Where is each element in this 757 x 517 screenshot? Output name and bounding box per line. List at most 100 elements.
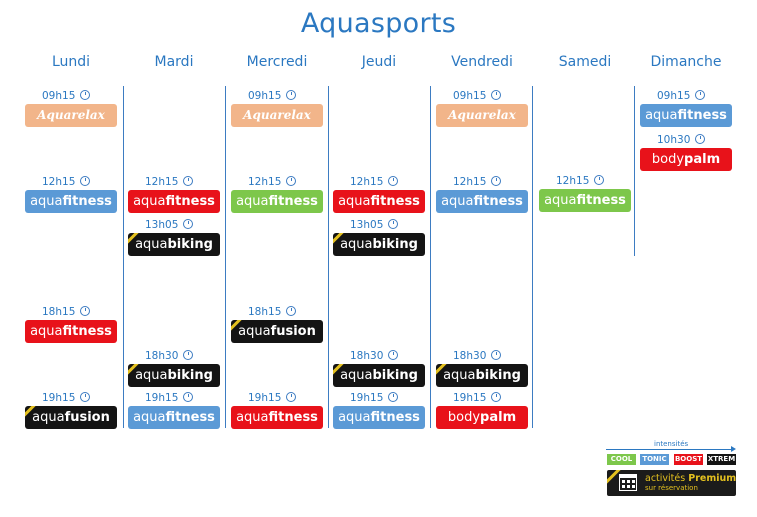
session-name-bold: fitness bbox=[268, 194, 318, 209]
session-time: 19h15 bbox=[248, 392, 297, 404]
session-name-prefix: aqua bbox=[236, 410, 269, 425]
session-time: 19h15 bbox=[42, 392, 91, 404]
session-aquarelax[interactable]: Aquarelax bbox=[25, 104, 117, 127]
day-header-mercredi: Mercredi bbox=[246, 54, 308, 70]
clock-icon bbox=[286, 176, 297, 186]
session-time: 18h15 bbox=[42, 306, 91, 318]
session-aquabiking[interactable]: aquabiking bbox=[333, 233, 425, 256]
session-name-bold: biking bbox=[372, 368, 418, 383]
session-name-prefix: aqua bbox=[135, 237, 168, 252]
premium-bold: Premium bbox=[688, 473, 736, 484]
session-time-label: 09h15 bbox=[657, 90, 691, 102]
session-time-label: 18h30 bbox=[453, 350, 487, 362]
session-aquafusion[interactable]: aquafusion bbox=[25, 406, 117, 429]
legend-boost: BOOST bbox=[674, 454, 703, 465]
premium-subtitle: sur réservation bbox=[645, 484, 698, 492]
session-name-bold: fitness bbox=[165, 194, 215, 209]
session-bodypalm[interactable]: bodypalm bbox=[436, 406, 528, 429]
session-aquafitness[interactable]: aquafitness bbox=[539, 189, 631, 212]
clock-icon bbox=[80, 306, 91, 316]
session-name-bold: Aquarelax bbox=[37, 108, 105, 122]
session-name-bold: fitness bbox=[473, 194, 523, 209]
session-aquabiking[interactable]: aquabiking bbox=[128, 233, 220, 256]
column-divider bbox=[634, 86, 635, 256]
session-name-prefix: aqua bbox=[443, 368, 476, 383]
session-time: 09h15 bbox=[453, 90, 502, 102]
session-time-label: 13h05 bbox=[350, 219, 384, 231]
session-time: 13h05 bbox=[145, 219, 194, 231]
clock-icon bbox=[183, 176, 194, 186]
session-time-label: 10h30 bbox=[657, 134, 691, 146]
session-time: 18h30 bbox=[350, 350, 399, 362]
session-time: 09h15 bbox=[42, 90, 91, 102]
session-name-bold: biking bbox=[372, 237, 418, 252]
legend-tonic: TONIC bbox=[640, 454, 669, 465]
session-name-prefix: aqua bbox=[30, 324, 63, 339]
session-time: 18h30 bbox=[453, 350, 502, 362]
column-divider bbox=[430, 86, 431, 428]
session-name-bold: biking bbox=[167, 237, 213, 252]
premium-stripe-icon bbox=[128, 233, 140, 245]
session-name-bold: Aquarelax bbox=[448, 108, 516, 122]
session-aquafitness[interactable]: aquafitness bbox=[25, 190, 117, 213]
legend-arrow bbox=[606, 446, 736, 452]
clock-icon bbox=[80, 392, 91, 402]
session-time-label: 18h30 bbox=[145, 350, 179, 362]
session-time: 12h15 bbox=[42, 176, 91, 188]
session-aquarelax[interactable]: Aquarelax bbox=[436, 104, 528, 127]
session-aquafitness[interactable]: aquafitness bbox=[333, 190, 425, 213]
session-aquafitness[interactable]: aquafitness bbox=[640, 104, 732, 127]
clock-icon bbox=[388, 392, 399, 402]
session-aquafusion[interactable]: aquafusion bbox=[231, 320, 323, 343]
page-title: Aquasports bbox=[300, 8, 457, 39]
clock-icon bbox=[183, 350, 194, 360]
session-aquafitness[interactable]: aquafitness bbox=[231, 190, 323, 213]
session-name-prefix: aqua bbox=[238, 324, 271, 339]
session-aquafitness[interactable]: aquafitness bbox=[25, 320, 117, 343]
session-aquarelax[interactable]: Aquarelax bbox=[231, 104, 323, 127]
day-header-dimanche: Dimanche bbox=[650, 54, 722, 70]
session-aquabiking[interactable]: aquabiking bbox=[333, 364, 425, 387]
session-time-label: 09h15 bbox=[42, 90, 76, 102]
session-time-label: 19h15 bbox=[248, 392, 282, 404]
session-aquafitness[interactable]: aquafitness bbox=[436, 190, 528, 213]
session-name-bold: biking bbox=[475, 368, 521, 383]
session-time-label: 12h15 bbox=[350, 176, 384, 188]
session-time: 09h15 bbox=[657, 90, 706, 102]
clock-icon bbox=[183, 392, 194, 402]
session-name-prefix: aqua bbox=[340, 237, 373, 252]
column-divider bbox=[123, 86, 124, 428]
session-bodypalm[interactable]: bodypalm bbox=[640, 148, 732, 171]
session-aquabiking[interactable]: aquabiking bbox=[436, 364, 528, 387]
session-time-label: 12h15 bbox=[145, 176, 179, 188]
premium-stripe-icon bbox=[436, 364, 448, 376]
column-divider bbox=[328, 86, 329, 428]
session-aquafitness[interactable]: aquafitness bbox=[231, 406, 323, 429]
session-time: 12h15 bbox=[556, 175, 605, 187]
calendar-icon bbox=[619, 474, 637, 491]
session-time: 12h15 bbox=[453, 176, 502, 188]
session-name-prefix: body bbox=[447, 410, 481, 425]
day-header-vendredi: Vendredi bbox=[451, 54, 513, 70]
session-time: 19h15 bbox=[453, 392, 502, 404]
session-aquafitness[interactable]: aquafitness bbox=[128, 190, 220, 213]
session-aquafitness[interactable]: aquafitness bbox=[128, 406, 220, 429]
column-divider bbox=[532, 86, 533, 428]
session-name-prefix: aqua bbox=[32, 410, 65, 425]
clock-icon bbox=[491, 392, 502, 402]
clock-icon bbox=[388, 219, 399, 229]
session-name-prefix: aqua bbox=[30, 194, 63, 209]
session-aquabiking[interactable]: aquabiking bbox=[128, 364, 220, 387]
premium-stripe-icon bbox=[231, 320, 243, 332]
premium-stripe-icon bbox=[333, 364, 345, 376]
session-time-label: 12h15 bbox=[248, 176, 282, 188]
session-time: 19h15 bbox=[145, 392, 194, 404]
day-header-samedi: Samedi bbox=[558, 54, 612, 70]
session-aquafitness[interactable]: aquafitness bbox=[333, 406, 425, 429]
premium-stripe-icon bbox=[25, 406, 37, 418]
session-name-prefix: aqua bbox=[135, 368, 168, 383]
session-time: 18h15 bbox=[248, 306, 297, 318]
session-name-bold: fitness bbox=[165, 410, 215, 425]
session-time-label: 12h15 bbox=[556, 175, 590, 187]
session-name-prefix: aqua bbox=[340, 368, 373, 383]
